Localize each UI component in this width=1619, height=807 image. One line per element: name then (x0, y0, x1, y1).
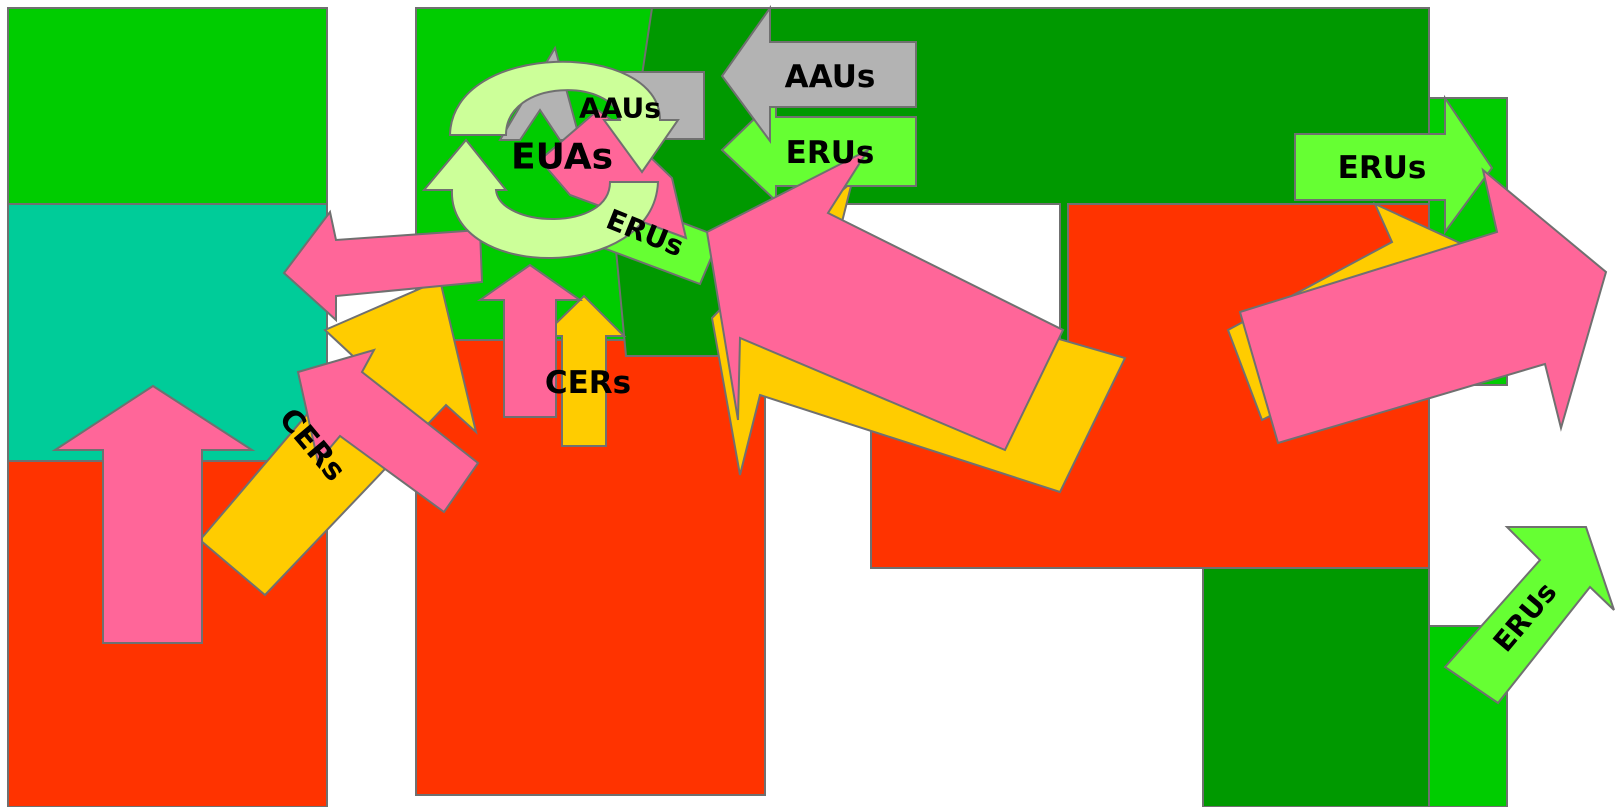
pink-arrow-center-vertical (476, 263, 584, 418)
gray-arrow-aaus-top (720, 4, 917, 145)
pink-arrow-diagonal-left (296, 348, 480, 514)
bottom-dark-green-block (1202, 567, 1430, 807)
pink-arrow-left-pointing (282, 209, 484, 323)
label-aaus-back: AAUs (579, 92, 661, 125)
left-green-block (7, 7, 328, 205)
label-euas: EUAs (511, 137, 613, 178)
lime-arrow-erus-right (1294, 94, 1494, 236)
euas-cycle-icon (421, 60, 680, 259)
lime-arrow-erus-diagonal (1443, 526, 1615, 705)
pink-arrow-large-right (1238, 167, 1608, 445)
label-erus-right: ERUs (1338, 150, 1427, 186)
label-cers-center: CERs (545, 365, 631, 401)
cycle-arc-top (448, 60, 680, 174)
pink-arrows (51, 108, 1608, 644)
pink-arrow-left-vertical (51, 384, 256, 644)
label-erus-upper: ERUs (786, 135, 875, 171)
cycle-arc-bottom (421, 138, 660, 259)
label-aaus-top: AAUs (785, 59, 876, 95)
yellow-arrow-cers-center (540, 294, 627, 447)
pink-arrow-large-center (705, 147, 1065, 452)
